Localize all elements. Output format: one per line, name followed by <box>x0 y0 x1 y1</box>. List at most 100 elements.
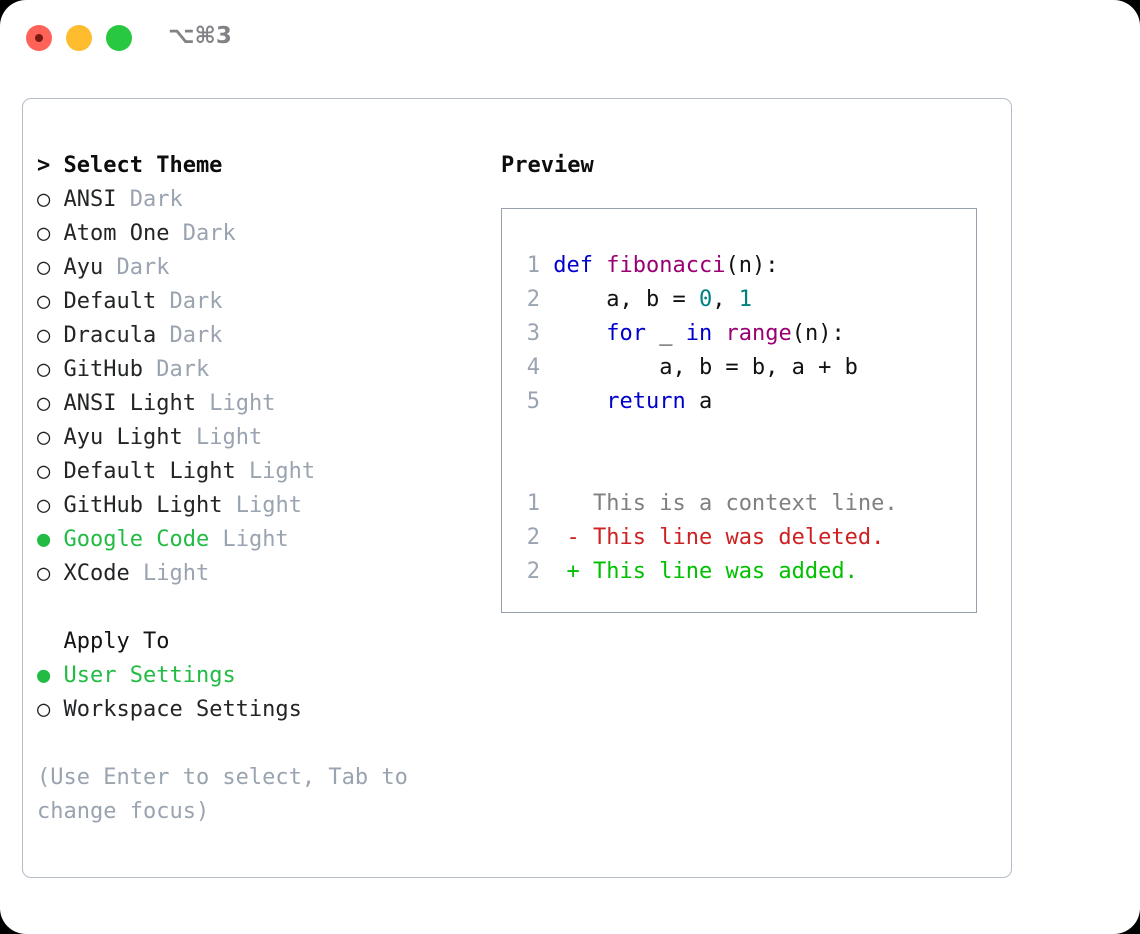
theme-name-label: ANSI <box>63 187 117 212</box>
theme-category-label: Dark <box>129 187 183 212</box>
keyboard-hint-text: (Use Enter to select, Tab to change focu… <box>37 765 408 824</box>
code-space <box>540 525 567 550</box>
diff-line-added: 2 + This line was added. <box>516 555 976 589</box>
theme-name-label: XCode <box>63 561 130 586</box>
code-space <box>540 287 553 312</box>
main-panel: > Select Theme ○ ANSI Dark ○ Atom One Da… <box>22 98 1012 878</box>
theme-item-github-dark[interactable]: ○ GitHub Dark <box>37 353 487 387</box>
theme-list: ○ ANSI Dark ○ Atom One Dark ○ Ayu Dark ○… <box>37 183 487 591</box>
theme-name <box>50 459 63 484</box>
theme-category-space <box>156 289 169 314</box>
radio-icon: ○ <box>37 425 51 450</box>
theme-category-space <box>116 187 129 212</box>
theme-name-label: Default <box>63 289 157 314</box>
maximize-button[interactable] <box>106 25 132 51</box>
radio-icon: ○ <box>37 187 51 212</box>
theme-selector-column: > Select Theme ○ ANSI Dark ○ Atom One Da… <box>37 149 487 829</box>
minimize-button[interactable] <box>66 25 92 51</box>
theme-item-ansi-light[interactable]: ○ ANSI Light Light <box>37 387 487 421</box>
apply-to-item-workspace-settings[interactable]: ○ Workspace Settings <box>37 693 487 727</box>
code-token: a, b = <box>553 287 699 312</box>
theme-name-label: Ayu Light <box>63 425 183 450</box>
diff-text: This line was deleted. <box>579 525 885 550</box>
code-token: fibonacci <box>606 253 726 278</box>
line-number: 2 <box>526 525 540 550</box>
theme-item-google-code-light[interactable]: ● Google Code Light <box>37 523 487 557</box>
theme-name <box>50 561 63 586</box>
radio-icon: ○ <box>37 493 51 518</box>
diff-sign: + <box>566 559 580 584</box>
code-token <box>553 321 606 346</box>
code-token <box>553 389 606 414</box>
theme-name-label: ANSI Light <box>63 391 196 416</box>
theme-category-space <box>196 391 209 416</box>
code-token: return <box>606 389 686 414</box>
theme-name-label: GitHub <box>63 357 143 382</box>
radio-icon: ○ <box>37 255 51 280</box>
line-number: 5 <box>526 389 540 414</box>
close-button[interactable] <box>26 25 52 51</box>
radio-icon-selected: ● <box>37 663 51 688</box>
code-blank-line-2 <box>516 453 976 487</box>
theme-category-label: Light <box>195 425 263 450</box>
code-line: 1 def fibonacci(n): <box>516 249 976 283</box>
code-space <box>540 389 553 414</box>
code-token: _ <box>645 321 686 346</box>
line-number: 2 <box>526 287 540 312</box>
radio-icon: ○ <box>37 221 51 246</box>
theme-category-space <box>169 221 182 246</box>
line-number: 1 <box>526 253 540 278</box>
code-token <box>712 321 725 346</box>
theme-category-label: Dark <box>169 289 223 314</box>
apply-to-space <box>50 697 63 722</box>
theme-category-space <box>209 527 222 552</box>
theme-item-ayu-light[interactable]: ○ Ayu Light Light <box>37 421 487 455</box>
theme-item-default-light[interactable]: ○ Default Light Light <box>37 455 487 489</box>
apply-to-item-user-settings[interactable]: ● User Settings <box>37 659 487 693</box>
preview-column: Preview 1 def fibonacci(n): 2 a, b = 0, … <box>501 149 1001 613</box>
theme-category-space <box>130 561 143 586</box>
diff-text: This is a context line. <box>579 491 898 516</box>
radio-icon: ○ <box>37 391 51 416</box>
theme-item-default-dark[interactable]: ○ Default Dark <box>37 285 487 319</box>
theme-item-github-light[interactable]: ○ GitHub Light Light <box>37 489 487 523</box>
code-line: 2 a, b = 0, 1 <box>516 283 976 317</box>
theme-item-ansi-dark[interactable]: ○ ANSI Dark <box>37 183 487 217</box>
theme-name <box>50 323 63 348</box>
theme-name <box>50 255 63 280</box>
code-line: 3 for _ in range(n): <box>516 317 976 351</box>
code-line: 5 return a <box>516 385 976 419</box>
theme-item-xcode-light[interactable]: ○ XCode Light <box>37 557 487 591</box>
theme-item-dracula-dark[interactable]: ○ Dracula Dark <box>37 319 487 353</box>
theme-name-label: Atom One <box>63 221 170 246</box>
theme-item-ayu-dark[interactable]: ○ Ayu Dark <box>37 251 487 285</box>
code-token: (n): <box>791 321 845 346</box>
code-space <box>540 559 567 584</box>
apply-to-list: ● User Settings ○ Workspace Settings <box>37 659 487 727</box>
diff-sign: - <box>566 525 580 550</box>
radio-icon: ○ <box>37 323 51 348</box>
list-gap <box>37 591 487 625</box>
code-blank-line <box>516 419 976 453</box>
theme-name <box>50 187 63 212</box>
theme-name <box>50 527 63 552</box>
theme-category-space <box>236 459 249 484</box>
diff-sign <box>567 491 580 516</box>
code-token: (n): <box>725 253 779 278</box>
code-space <box>540 491 567 516</box>
theme-category-space <box>143 357 156 382</box>
code-token: , <box>712 287 739 312</box>
diff-line-deleted: 2 - This line was deleted. <box>516 521 976 555</box>
line-number: 4 <box>526 355 540 380</box>
theme-name <box>50 221 63 246</box>
code-token: def <box>553 253 607 278</box>
theme-name-label: Google Code <box>63 527 210 552</box>
line-number: 1 <box>526 491 540 516</box>
theme-category-label: Light <box>248 459 316 484</box>
theme-name-label: Ayu <box>63 255 104 280</box>
theme-item-atom-one-dark[interactable]: ○ Atom One Dark <box>37 217 487 251</box>
theme-category-label: Dark <box>156 357 210 382</box>
theme-name <box>50 357 63 382</box>
theme-category-label: Light <box>235 493 302 518</box>
